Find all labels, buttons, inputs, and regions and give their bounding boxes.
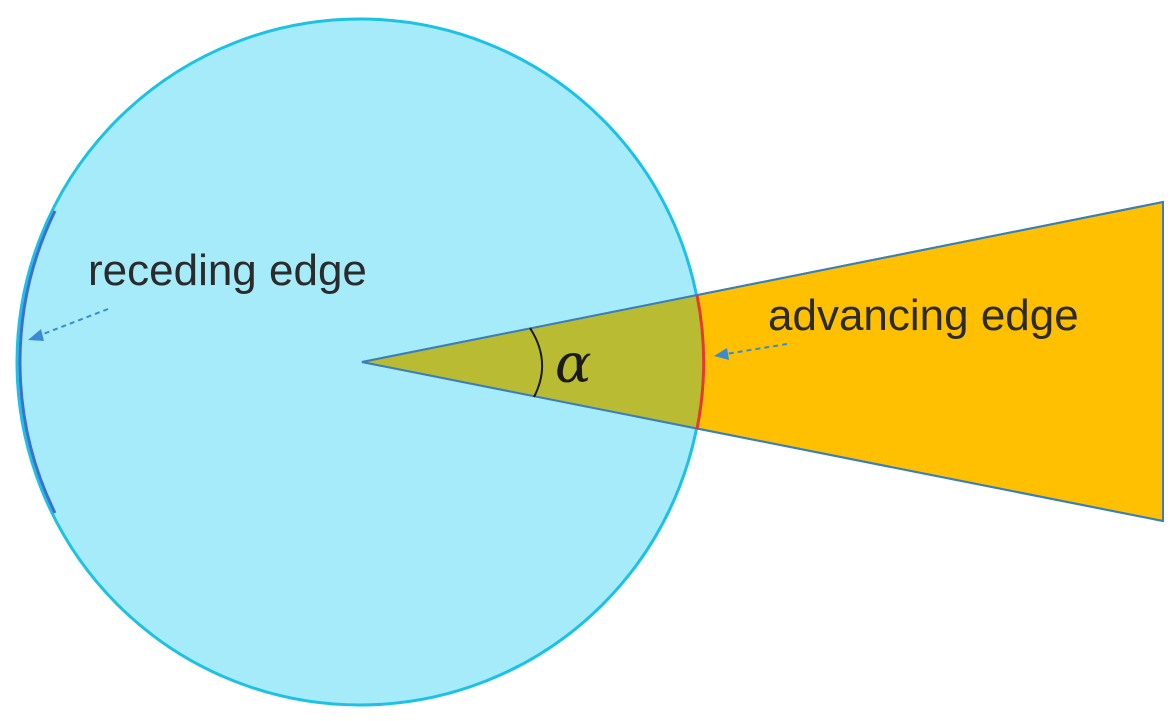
advancing-edge-label: advancing edge [768,291,1079,340]
wedge-lower-edge [361,361,1164,522]
angle-arc [529,327,544,398]
advancing-arrow-shaft [725,343,788,355]
angle-alpha-label: α [555,332,591,395]
receding-arrow-head [28,329,44,341]
wedge-upper-edge [361,201,1164,363]
receding-arrow-shaft [37,308,109,337]
receding-edge-label: receding edge [88,246,367,295]
advancing-arrow-head [714,348,729,360]
receding-edge-arc [18,210,57,514]
advancing-edge-arc [695,294,706,430]
